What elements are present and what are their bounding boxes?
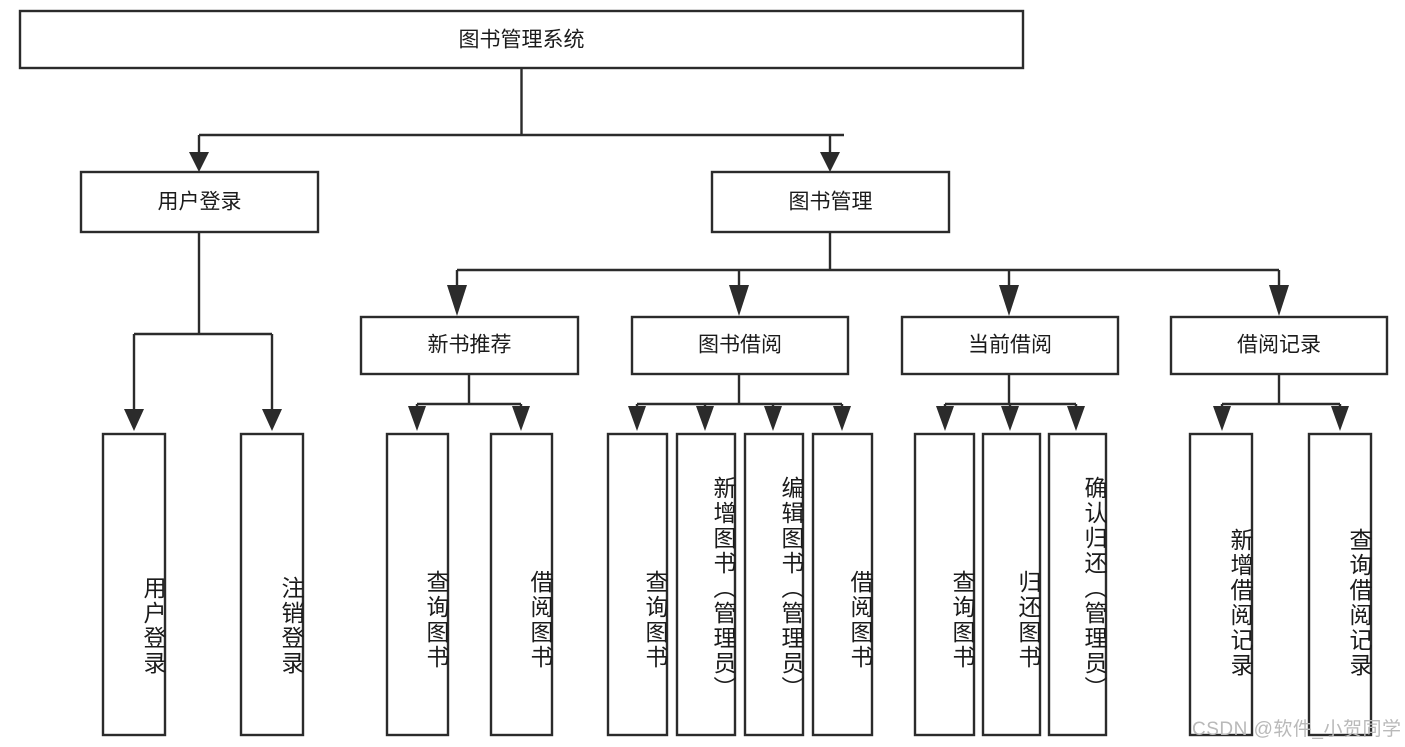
node-leaf-logout-login[interactable]	[239, 432, 305, 737]
connector-group-new-book-recommend	[408, 374, 530, 431]
node-root[interactable]	[18, 9, 1025, 70]
arrow-head-book-manage	[820, 152, 840, 172]
arrow-head-leaf-query-book-2	[628, 406, 646, 431]
arrow-head-leaf-return-book	[1001, 406, 1019, 431]
arrow-head-leaf-query-record	[1331, 406, 1349, 431]
node-borrow-record-label: 借阅记录	[1237, 334, 1321, 357]
node-leaf-add-book[interactable]	[675, 432, 737, 737]
node-leaf-borrow-book-2[interactable]	[811, 432, 874, 737]
node-leaf-borrow-book-1[interactable]	[489, 432, 554, 737]
node-borrow-record[interactable]	[1169, 315, 1389, 376]
connector-group-book-borrow	[628, 374, 851, 431]
node-book-manage-label: 图书管理	[789, 191, 873, 214]
connector-group-current-borrow	[936, 374, 1085, 431]
node-leaf-query-book-1[interactable]	[385, 432, 450, 737]
arrow-head-leaf-borrow-book-1	[512, 406, 530, 431]
node-user-login-label: 用户登录	[158, 191, 242, 214]
arrow-head-leaf-add-book	[696, 406, 714, 431]
node-book-borrow-label: 图书借阅	[698, 334, 782, 357]
arrow-head-leaf-borrow-book-2	[833, 406, 851, 431]
node-leaf-query-book-3[interactable]	[913, 432, 976, 737]
node-leaf-user-login[interactable]	[101, 432, 167, 737]
node-leaf-confirm-return[interactable]	[1047, 432, 1108, 737]
arrow-head-user-login	[189, 152, 209, 172]
arrow-head-current-borrow	[999, 285, 1019, 316]
arrow-head-new-book-recommend	[447, 285, 467, 316]
arrow-head-leaf-confirm-return	[1067, 406, 1085, 431]
connector-group-root	[189, 68, 844, 172]
arrow-head-borrow-record	[1269, 285, 1289, 316]
node-new-book-recommend[interactable]	[359, 315, 580, 376]
arrow-head-leaf-query-book-1	[408, 406, 426, 431]
arrow-head-leaf-query-book-3	[936, 406, 954, 431]
node-root-label: 图书管理系统	[459, 29, 585, 52]
node-leaf-add-record[interactable]	[1188, 432, 1254, 737]
node-current-borrow-label: 当前借阅	[968, 334, 1052, 357]
arrow-head-book-borrow	[729, 285, 749, 316]
connector-group-user-login	[124, 232, 282, 431]
node-leaf-query-book-2[interactable]	[606, 432, 669, 737]
arrow-head-leaf-user-login	[124, 409, 144, 431]
node-current-borrow[interactable]	[900, 315, 1120, 376]
connector-group-book-manage	[447, 232, 1289, 316]
connector-group-borrow-record	[1213, 374, 1349, 431]
node-book-borrow[interactable]	[630, 315, 850, 376]
node-user-login[interactable]	[79, 170, 320, 234]
node-leaf-edit-book[interactable]	[743, 432, 805, 737]
arrow-head-leaf-logout-login	[262, 409, 282, 431]
node-book-manage[interactable]	[710, 170, 951, 234]
node-leaf-query-record[interactable]	[1307, 432, 1373, 737]
node-leaf-return-book[interactable]	[981, 432, 1042, 737]
arrow-head-leaf-add-record	[1213, 406, 1231, 431]
arrow-head-leaf-edit-book	[764, 406, 782, 431]
csdn-watermark: CSDN @软件_小贺同学	[1192, 719, 1402, 740]
node-new-book-recommend-label: 新书推荐	[428, 334, 512, 357]
